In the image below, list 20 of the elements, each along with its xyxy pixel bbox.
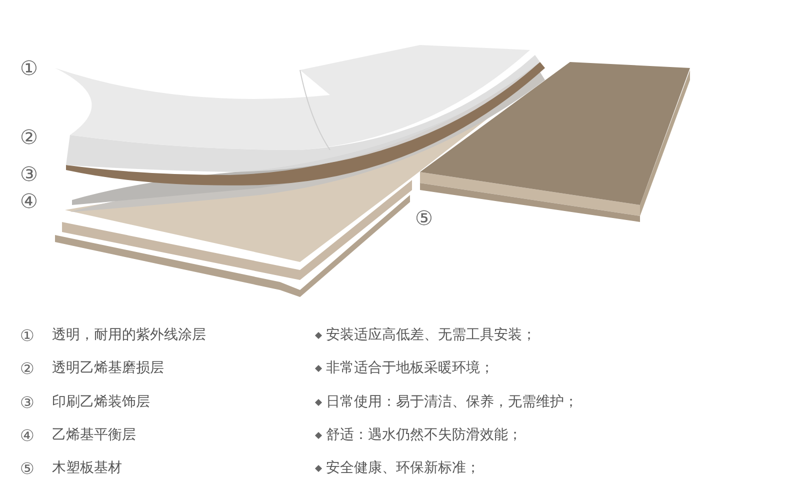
- callout-number: ③: [20, 164, 38, 184]
- layer-name: 透明乙烯基磨损层: [52, 359, 164, 377]
- callout-number: ①: [20, 326, 34, 344]
- layer-name: 透明，耐用的紫外线涂层: [52, 326, 206, 344]
- feature-text: 日常使用：易于清洁、保养，无需维护；: [326, 393, 578, 411]
- callout-number: ②: [20, 358, 34, 378]
- feature-text: 舒适：遇水仍然不失防滑效能；: [326, 426, 522, 444]
- feature-text: 安装适应高低差、无需工具安装；: [326, 326, 536, 344]
- callout-number: ⑤: [415, 208, 433, 228]
- feature-text: 非常适合于地板采暖环境；: [326, 359, 494, 377]
- callout-number: ④: [20, 191, 38, 211]
- callout-number: ②: [20, 127, 38, 147]
- callout-number: ⑤: [20, 458, 34, 478]
- callout-number: ①: [20, 58, 38, 78]
- layer-name: 乙烯基平衡层: [52, 426, 136, 444]
- layer-name: 印刷乙烯装饰层: [52, 393, 150, 411]
- layer-name: 木塑板基材: [52, 459, 122, 477]
- feature-text: 安全健康、环保新标准；: [326, 459, 480, 477]
- callout-number: ④: [20, 426, 34, 444]
- callout-number: ③: [20, 392, 34, 412]
